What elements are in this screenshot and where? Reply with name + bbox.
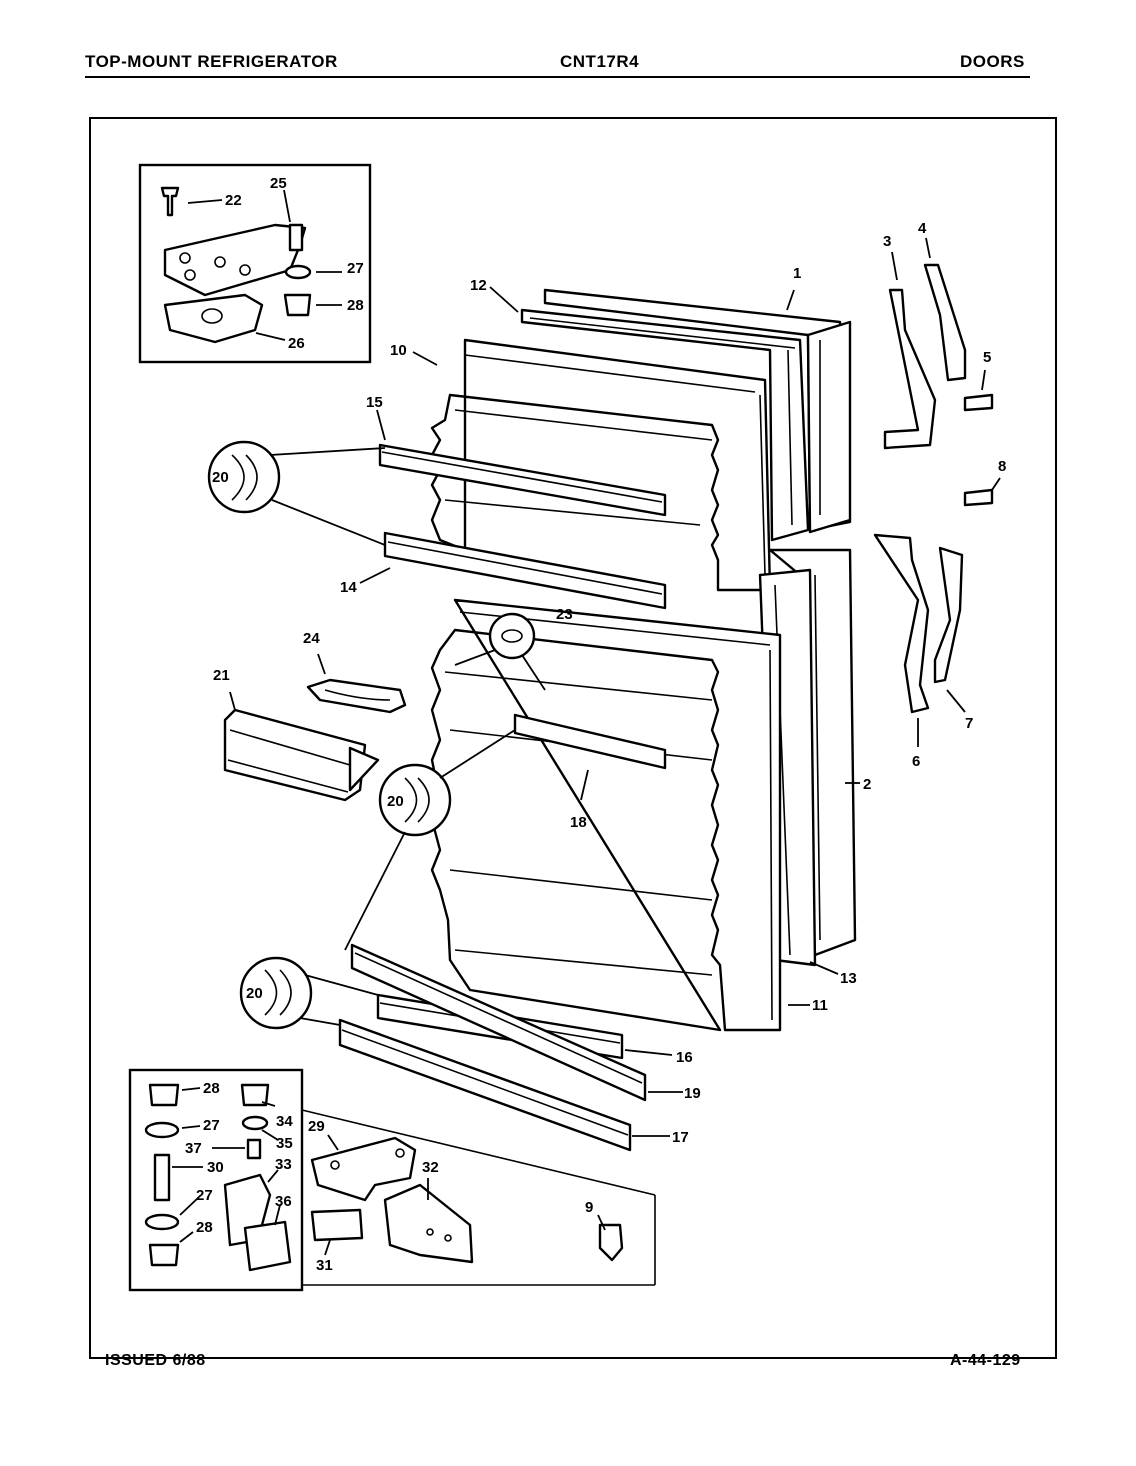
callout-31: 31 bbox=[316, 1257, 333, 1274]
fresh-food-hinge-6-7 bbox=[873, 533, 964, 714]
callout-20-top: 20 bbox=[212, 469, 229, 486]
callout-24: 24 bbox=[303, 630, 320, 647]
freezer-door-gasket bbox=[520, 308, 810, 542]
freezer-door-outer-panel bbox=[543, 288, 852, 534]
door-shelf-19 bbox=[350, 943, 647, 1102]
callout-34: 34 bbox=[276, 1113, 293, 1130]
callout-15: 15 bbox=[366, 394, 383, 411]
door-part-24 bbox=[306, 678, 407, 714]
callout-12: 12 bbox=[470, 277, 487, 294]
header-section: DOORS bbox=[960, 52, 1025, 71]
footer-issued-date: ISSUED 6/88 bbox=[105, 1352, 206, 1369]
callout-16: 16 bbox=[676, 1049, 693, 1066]
callout-8: 8 bbox=[998, 458, 1006, 475]
callout-25: 25 bbox=[270, 175, 287, 192]
footer-diagram-code: A-44-129 bbox=[950, 1352, 1021, 1369]
callout-35: 35 bbox=[276, 1135, 293, 1152]
callout-33: 33 bbox=[275, 1156, 292, 1173]
callout-27-lower-b: 27 bbox=[196, 1187, 213, 1204]
door-shelf-17 bbox=[338, 1018, 632, 1152]
callout-2: 2 bbox=[863, 776, 871, 793]
callout-6: 6 bbox=[912, 753, 920, 770]
shelf-end-cap-20-top bbox=[207, 440, 386, 546]
callout-5: 5 bbox=[983, 349, 991, 366]
callout-32: 32 bbox=[422, 1159, 439, 1176]
butter-compartment-21 bbox=[223, 708, 380, 802]
header-model-number: CNT17R4 bbox=[560, 52, 640, 71]
callout-18: 18 bbox=[570, 814, 587, 831]
shelf-end-cap-20-middle bbox=[344, 729, 516, 951]
callout-numbers: 1 2 3 4 5 6 7 8 9 10 11 12 13 14 15 16 1… bbox=[185, 175, 1006, 1274]
callout-20-middle: 20 bbox=[387, 793, 404, 810]
door-part-23-magnifier bbox=[454, 612, 546, 691]
callout-27-top: 27 bbox=[347, 260, 364, 277]
callout-28-lower-b: 28 bbox=[196, 1219, 213, 1236]
header-model-type: TOP-MOUNT REFRIGERATOR bbox=[85, 52, 338, 71]
callout-23: 23 bbox=[556, 606, 573, 623]
freezer-hinge-3-4 bbox=[883, 263, 994, 507]
callout-4: 4 bbox=[918, 220, 927, 237]
door-shelf-18 bbox=[513, 713, 667, 770]
callout-26: 26 bbox=[288, 335, 305, 352]
callout-3: 3 bbox=[883, 233, 891, 250]
callout-9: 9 bbox=[585, 1199, 593, 1216]
callout-17: 17 bbox=[672, 1129, 689, 1146]
callout-13: 13 bbox=[840, 970, 857, 987]
callout-22: 22 bbox=[225, 192, 242, 209]
callout-29: 29 bbox=[308, 1118, 325, 1135]
callout-19: 19 bbox=[684, 1085, 701, 1102]
callout-20-bottom: 20 bbox=[246, 985, 263, 1002]
bottom-hinge-inset bbox=[128, 1068, 656, 1292]
freezer-door-liner bbox=[430, 338, 772, 592]
callout-1: 1 bbox=[793, 265, 801, 282]
callout-14: 14 bbox=[340, 579, 357, 596]
callout-10: 10 bbox=[390, 342, 407, 359]
shelf-end-cap-20-bottom bbox=[239, 956, 379, 1030]
callout-28-top: 28 bbox=[347, 297, 364, 314]
callout-leaders bbox=[172, 189, 1001, 1256]
freezer-shelf-bar-14 bbox=[383, 531, 667, 610]
callout-21: 21 bbox=[213, 667, 230, 684]
callout-36: 36 bbox=[275, 1193, 292, 1210]
diagram-frame bbox=[89, 117, 1057, 1359]
freezer-shelf-bar-15 bbox=[378, 443, 667, 517]
top-hinge-inset bbox=[138, 163, 372, 364]
callout-7: 7 bbox=[965, 715, 973, 732]
callout-28-lower-a: 28 bbox=[203, 1080, 220, 1097]
callout-11: 11 bbox=[812, 997, 828, 1014]
callout-27-lower-a: 27 bbox=[203, 1117, 220, 1134]
fresh-food-door-liner bbox=[430, 598, 782, 1032]
callout-37: 37 bbox=[185, 1140, 202, 1157]
header-rule bbox=[85, 76, 1030, 78]
callout-30: 30 bbox=[207, 1159, 224, 1176]
